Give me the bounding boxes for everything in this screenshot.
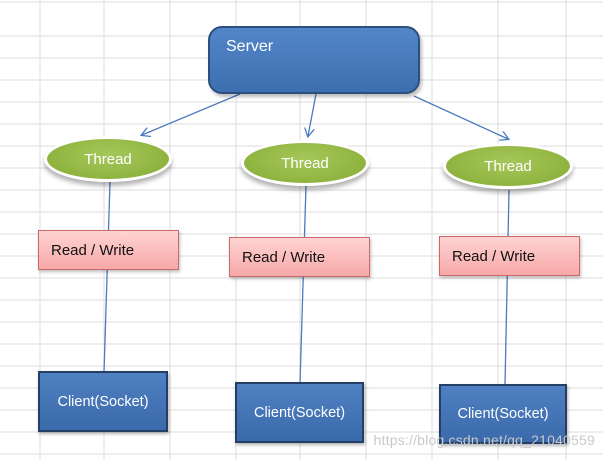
read-write-label: Read / Write — [452, 247, 536, 265]
client-socket-box-1: Client(Socket) — [38, 371, 168, 432]
arrow-server-to-thread-1 — [142, 93, 241, 135]
thread-node-2: Thread — [241, 140, 369, 186]
line-thread-3-to-client-3 — [504, 189, 510, 386]
arrow-server-to-thread-2 — [308, 93, 317, 136]
thread-node-3: Thread — [443, 143, 573, 189]
thread-label: Thread — [484, 157, 532, 175]
thread-node-1: Thread — [44, 136, 172, 182]
read-write-label: Read / Write — [51, 241, 135, 259]
client-socket-box-2: Client(Socket) — [235, 382, 364, 443]
arrow-server-to-thread-3 — [413, 95, 508, 139]
line-thread-2-to-client-2 — [299, 185, 307, 384]
client-label: Client(Socket) — [57, 393, 149, 410]
watermark-url: https://blog.csdn.net/qq_21040559 — [373, 432, 595, 448]
server-node: Server — [208, 26, 420, 94]
read-write-box-2: Read / Write — [229, 237, 370, 277]
server-label: Server — [226, 38, 274, 55]
line-thread-1-to-client-1 — [103, 181, 111, 373]
thread-label: Thread — [281, 154, 329, 172]
client-socket-box-3: Client(Socket) — [439, 384, 567, 444]
read-write-box-3: Read / Write — [439, 236, 580, 276]
read-write-box-1: Read / Write — [38, 230, 179, 270]
read-write-label: Read / Write — [242, 248, 326, 266]
client-label: Client(Socket) — [253, 404, 346, 421]
client-label: Client(Socket) — [457, 406, 549, 422]
thread-label: Thread — [84, 150, 132, 168]
